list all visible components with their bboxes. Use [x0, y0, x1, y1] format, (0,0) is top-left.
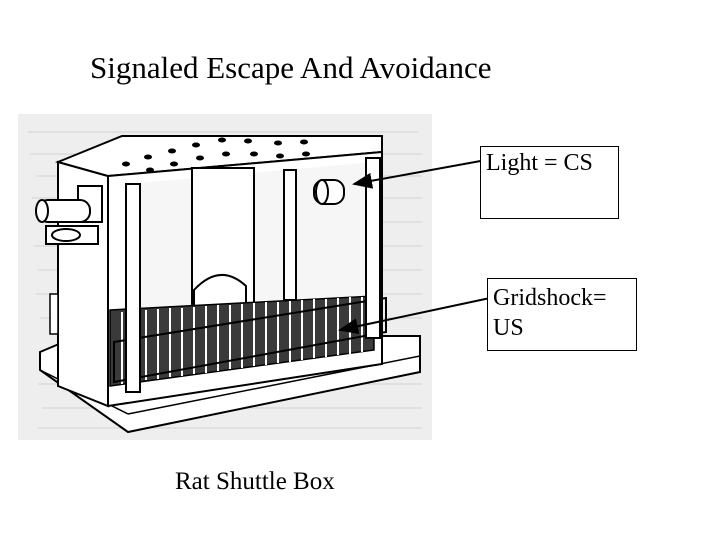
- light-cs-label: Light = CS: [480, 146, 619, 219]
- gridshock-us-label: Gridshock= US: [487, 278, 637, 351]
- light-pointer-arrow: [352, 159, 487, 189]
- light-fixture: [313, 179, 345, 205]
- slide-title: Signaled Escape And Avoidance: [90, 50, 492, 85]
- top-panel: [54, 135, 383, 178]
- us-text: US: [493, 315, 524, 341]
- front-post-left: [125, 183, 141, 393]
- grid-pointer-arrow: [338, 297, 491, 335]
- shuttle-box-illustration: [18, 114, 432, 440]
- figure-caption: Rat Shuttle Box: [175, 468, 335, 495]
- front-post-right: [365, 157, 381, 339]
- gridshock-text: Gridshock=: [493, 285, 607, 311]
- light-cs-text: Light = CS: [486, 150, 593, 176]
- front-rail: [113, 296, 387, 384]
- side-lever: [35, 185, 103, 245]
